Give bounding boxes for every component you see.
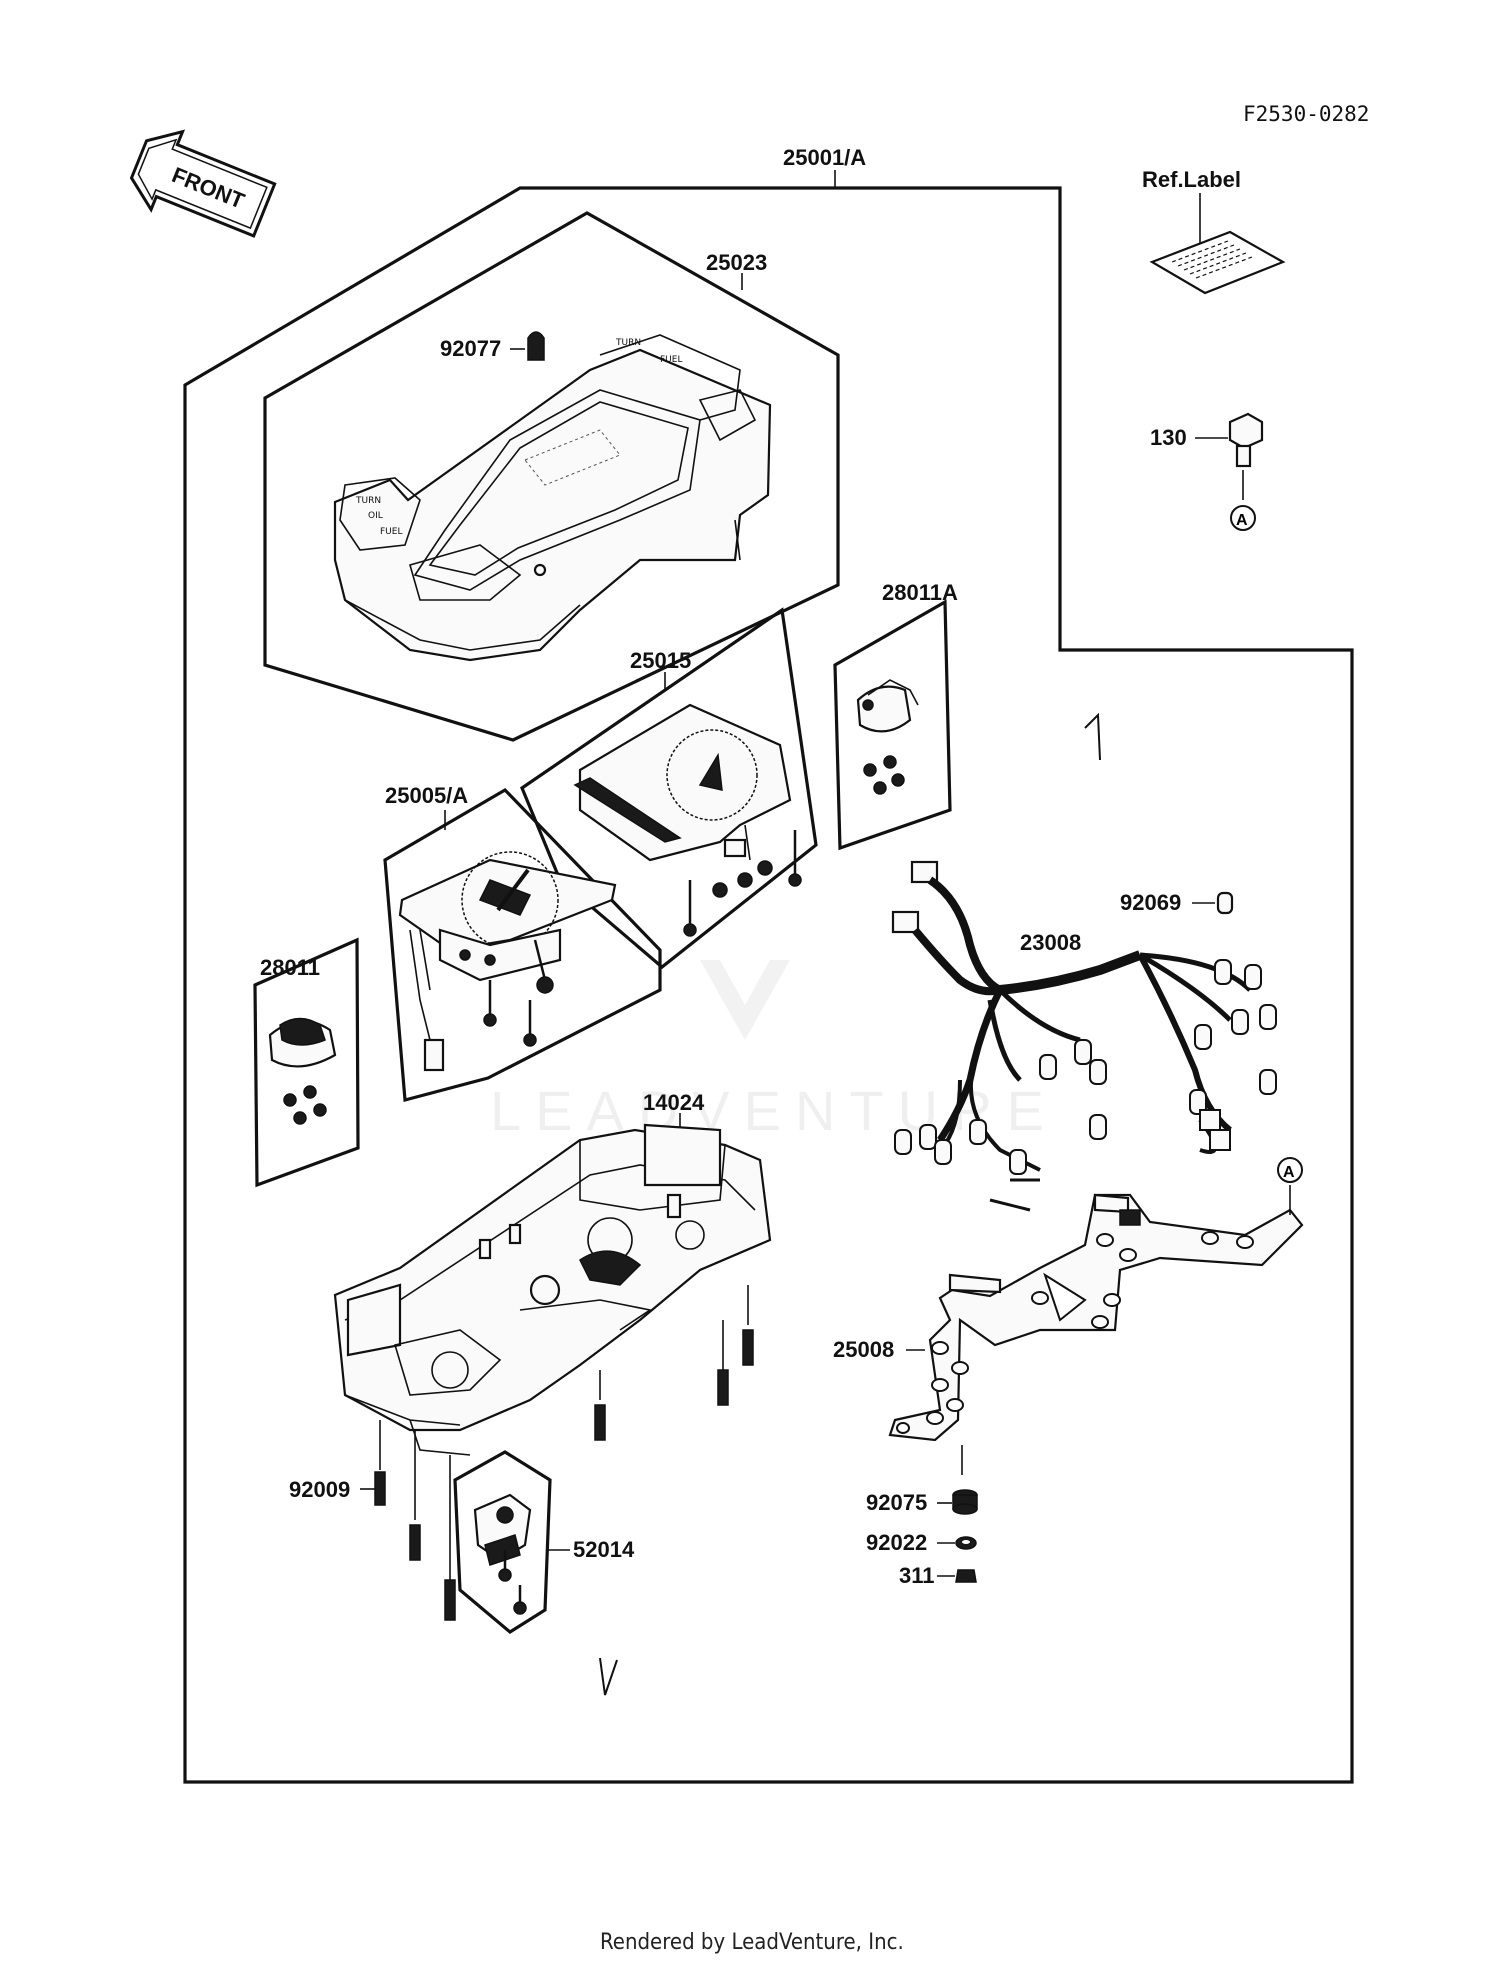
socket-28011 [268,1017,337,1125]
label-ref-label: Ref.Label [1142,167,1241,192]
socket-28011a [856,679,919,795]
label-92075: 92075 [866,1490,927,1515]
diagram-code: F2530-0282 [1243,102,1369,126]
svg-text:FUEL: FUEL [380,527,402,537]
sensor-52014 [473,1493,532,1615]
label-52014: 52014 [573,1537,635,1562]
svg-text:TURN: TURN [355,496,381,506]
label-92077: 92077 [440,336,501,361]
panel-28011 [253,937,360,1188]
label-28011a: 28011A [882,580,958,605]
grommet-92077 [527,331,545,361]
ref-marker-a-top-text: A [1236,512,1248,529]
screws-92009 [374,1285,754,1621]
svg-text:OIL: OIL [368,511,383,521]
tachometer-25015 [573,703,802,937]
footer-credit: Rendered by LeadVenture, Inc. [600,1930,904,1955]
pen-mark-top [1084,712,1101,761]
label-14024: 14024 [643,1090,705,1115]
grommet-92075 [952,1489,978,1515]
svg-text:FUEL: FUEL [660,355,682,365]
panel-25005-a [383,787,662,1103]
panel-25015 [520,607,818,970]
label-92022: 92022 [866,1530,927,1555]
panel-52014 [453,1450,552,1634]
screws-25015 [683,830,802,937]
ref-marker-a-bracket-text: A [1283,1164,1295,1181]
label-311: 311 [899,1563,935,1588]
bracket-25008 [888,1193,1304,1442]
label-25023: 25023 [706,250,767,275]
label-23008: 23008 [1020,930,1081,955]
meter-case-14024 [333,1123,772,1456]
svg-text:TURN: TURN [615,338,641,348]
ref-label-sticker [1149,230,1286,295]
ref-marker-a-bracket [1277,1157,1303,1183]
panel-25023 [263,211,840,742]
label-25015: 25015 [630,648,691,673]
label-28011: 28011 [260,955,320,980]
panel-28011a [833,599,952,851]
meter-cover-25023: TURN OIL FUEL TURN FUEL [333,334,772,662]
label-92009: 92009 [289,1477,350,1502]
nut-311 [955,1569,977,1583]
pen-mark-bottom [599,1657,618,1696]
assembly-outline [183,186,1354,1784]
ref-marker-a-top [1230,505,1256,531]
bolt-130 [1228,412,1264,468]
label-25008: 25008 [833,1337,894,1362]
wiring-harness-23008 [891,860,1277,1212]
speedometer-25005-a [398,851,617,1072]
label-92069: 92069 [1120,890,1181,915]
label-130: 130 [1150,425,1187,450]
bulb-92069 [1216,891,1234,915]
label-25005-a: 25005/A [385,783,468,808]
front-arrow: FRONT [129,129,277,238]
label-25001-a: 25001/A [783,145,866,170]
